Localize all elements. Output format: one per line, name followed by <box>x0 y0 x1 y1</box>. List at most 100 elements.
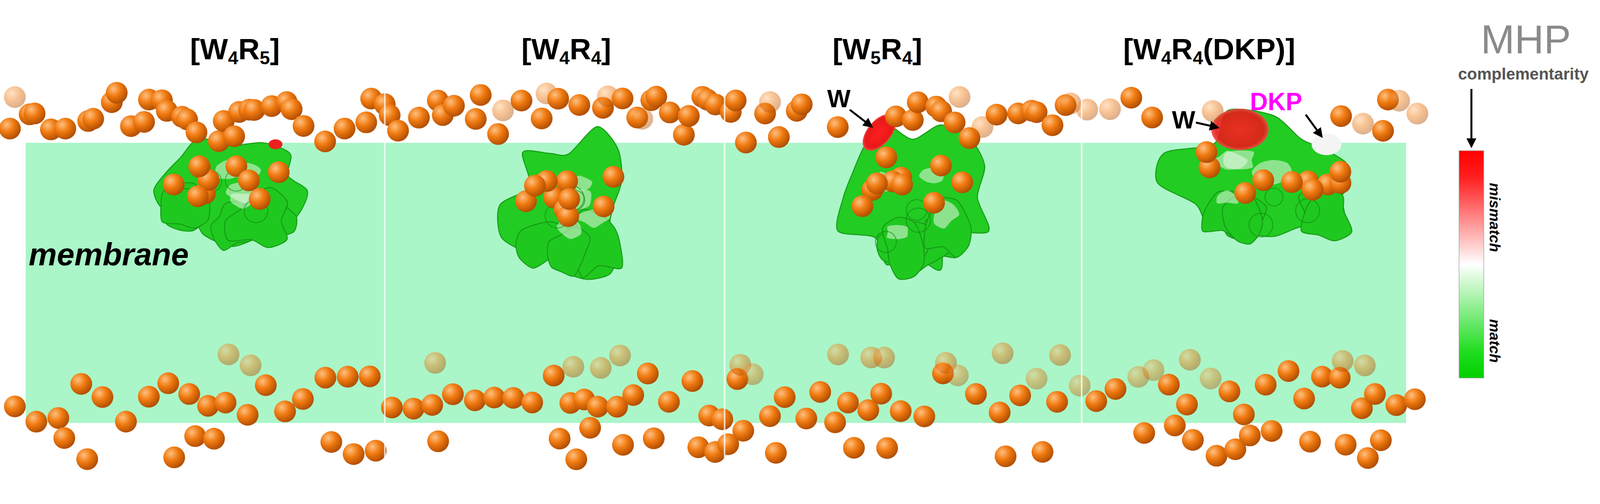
lipid-headgroup <box>759 91 781 114</box>
lipid-headgroup <box>1280 171 1303 193</box>
lipid-headgroup <box>1252 169 1275 191</box>
lipid-headgroup <box>1076 98 1098 121</box>
lipid-headgroup <box>1277 360 1300 383</box>
lipid-headgroup <box>678 105 700 128</box>
lipid-headgroup <box>1254 374 1277 397</box>
scale-label: mismatch <box>1486 182 1504 253</box>
lipid-headgroup <box>1199 367 1222 390</box>
lipid-headgroup <box>163 447 185 469</box>
lipid-headgroup <box>524 175 547 197</box>
peptide-name: [W4R4(DKP)] <box>1123 33 1296 66</box>
lipid-headgroup <box>217 343 240 366</box>
lipid-headgroup <box>47 407 70 430</box>
lipid-headgroup <box>734 131 757 154</box>
lipid-headgroup <box>889 400 912 423</box>
lipid-headgroup <box>851 195 874 218</box>
lipid-headgroup <box>951 171 974 194</box>
lipid-headgroup <box>823 411 846 434</box>
lipid-headgroup <box>1201 100 1224 123</box>
lipid-headgroup <box>1163 414 1186 437</box>
lipid-headgroup <box>214 392 237 414</box>
lipid-headgroup <box>876 437 899 460</box>
lipid-headgroup <box>1260 420 1283 443</box>
lipid-headgroup <box>991 342 1014 365</box>
lipid-headgroup <box>1406 102 1429 125</box>
lipid-headgroup <box>1195 141 1218 164</box>
mismatch-spot <box>268 139 283 150</box>
lipid-headgroup <box>658 391 681 413</box>
lipid-headgroup <box>988 402 1011 424</box>
lipid-headgroup <box>1370 429 1392 452</box>
aromatic-ring <box>1248 213 1273 237</box>
lipid-headgroup <box>248 188 271 211</box>
lipid-headgroup <box>1293 388 1316 411</box>
lipid-headgroup <box>3 86 26 109</box>
lipid-headgroup <box>1068 374 1091 397</box>
lipid-headgroup <box>1085 390 1107 413</box>
lipid-headgroup <box>1041 114 1064 137</box>
lipid-headgroup <box>612 434 635 457</box>
lipid-headgroup <box>223 125 245 148</box>
lipid-headgroup <box>1182 429 1204 452</box>
lipid-headgroup <box>314 366 337 389</box>
region-label: membrane <box>28 236 189 274</box>
lipid-headgroup <box>826 343 849 366</box>
lipid-headgroup <box>759 405 781 428</box>
lipid-headgroup <box>658 101 681 124</box>
lipid-headgroup <box>611 87 634 110</box>
lipid-headgroup <box>469 84 492 106</box>
lipid-headgroup <box>427 430 450 453</box>
lipid-headgroup <box>642 427 665 450</box>
lipid-headgroup <box>558 188 581 211</box>
pointer-arrow <box>1305 114 1322 137</box>
lipid-headgroup <box>54 117 77 140</box>
lipid-headgroup <box>178 383 201 406</box>
lipid-headgroup <box>487 123 509 145</box>
lipid-headgroup <box>732 420 755 443</box>
lipid-headgroup <box>724 89 747 112</box>
lipid-headgroup <box>185 121 208 144</box>
lipid-headgroup <box>985 103 1008 126</box>
side-chain <box>882 217 925 280</box>
lipid-headgroup <box>1233 404 1255 426</box>
lipid-headgroup <box>1354 355 1376 377</box>
lipid-headgroup <box>1133 422 1155 445</box>
lipid-headgroup <box>492 99 514 122</box>
lipid-headgroup <box>994 445 1017 468</box>
lipid-headgroup <box>609 344 632 367</box>
lipid-headgroup <box>1334 434 1357 457</box>
pointer-arrow <box>849 109 872 127</box>
lipid-headgroup <box>1120 87 1143 109</box>
aromatic-ring <box>875 231 897 253</box>
lipid-headgroup <box>891 173 914 196</box>
lipid-headgroup <box>274 401 296 423</box>
membrane-region: membrane <box>25 142 1407 424</box>
lipid-headgroup <box>637 363 659 385</box>
lipid-headgroup <box>1364 383 1386 406</box>
lipid-headgroup <box>1404 388 1426 411</box>
lipid-headgroup <box>336 365 359 388</box>
lipid-headgroup <box>3 395 26 418</box>
residue-label: DKP <box>1249 88 1303 116</box>
lipid-headgroup <box>565 448 588 471</box>
lipid-headgroup <box>203 428 226 451</box>
lipid-headgroup <box>239 354 262 377</box>
lipid-headgroup <box>765 442 787 464</box>
lipid-headgroup <box>790 93 813 116</box>
lipid-headgroup <box>1385 394 1408 417</box>
lipid-headgroup <box>1009 384 1032 407</box>
lipid-headgroup <box>521 392 544 414</box>
lipid-headgroup <box>320 431 343 454</box>
lipid-headgroup <box>359 365 381 388</box>
lipid-headgroup <box>774 386 796 409</box>
lipid-headgroup <box>964 383 987 406</box>
lipid-headgroup <box>948 86 971 108</box>
peptide-name: [W4R5] <box>189 33 280 66</box>
lipid-headgroup <box>837 392 860 414</box>
lipid-headgroup <box>1371 120 1394 142</box>
aromatic-ring <box>1295 198 1320 223</box>
lipid-headgroup <box>1238 424 1261 447</box>
lipid-headgroup <box>795 408 818 430</box>
color-bar <box>1459 150 1484 379</box>
legend-subtitle: complementarity <box>1458 65 1589 84</box>
